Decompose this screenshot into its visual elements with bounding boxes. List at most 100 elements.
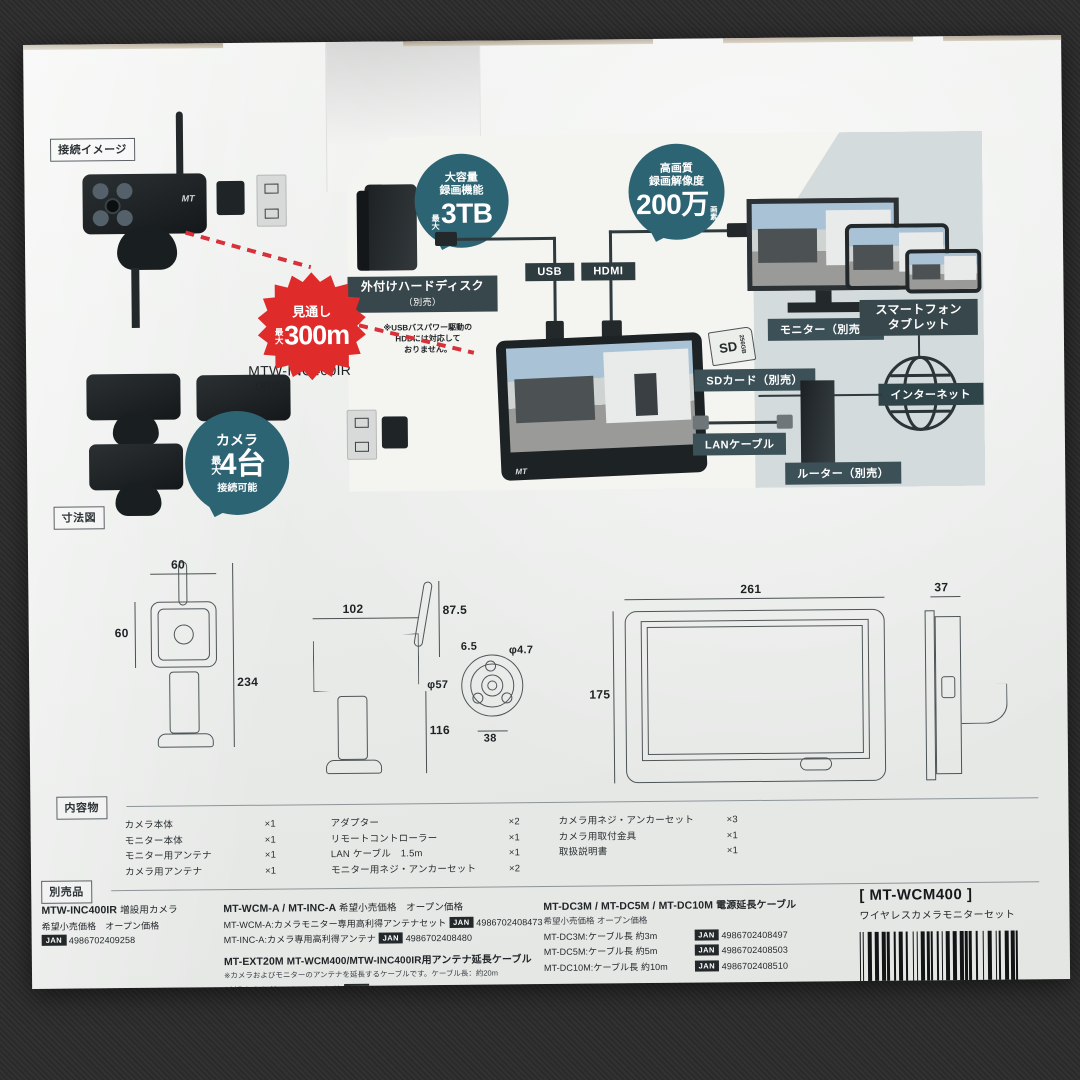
label-lan-cable: LANケーブル — [693, 433, 787, 456]
dim-base-dia: φ57 — [427, 678, 449, 692]
badge-cameras-sub: 接続可能 — [217, 482, 258, 494]
jan-number: 4986702408480 — [405, 932, 473, 944]
outlet-slot-3 — [354, 417, 369, 428]
base-hole-top — [485, 660, 497, 672]
optional-model-desc: 電源延長ケーブル — [716, 899, 797, 912]
camera-side-stand — [337, 695, 368, 761]
jan-badge: JAN — [694, 944, 719, 956]
content-name: カメラ用取付金具 — [558, 830, 637, 843]
dim-base-offset: 6.5 — [460, 640, 478, 653]
base-plate-hub-core — [487, 680, 498, 691]
content-qty: ×1 — [726, 829, 739, 841]
main-monitor-screen — [506, 340, 696, 452]
content-qty: ×3 — [726, 814, 738, 826]
monitor-front-button — [799, 757, 833, 771]
contents-column-2: アダプター×2 リモートコントローラー×1 LAN ケーブル 1.5m×1 モニ… — [331, 814, 562, 878]
ac-adapter-bottom — [381, 416, 408, 449]
outlet-slot-1 — [264, 183, 279, 194]
content-name: カメラ用アンテナ — [124, 865, 203, 878]
monitor-brand-logo: MT — [515, 466, 528, 477]
bubble-hdd-line1: 大容量 — [444, 171, 478, 185]
optional-model-desc: 希望小売価格 オープン価格 — [338, 901, 464, 915]
optional-title: MT-DC3M / MT-DC5M / MT-DC10M 電源延長ケーブル — [543, 895, 843, 913]
section-header-contents: 内容物 — [56, 796, 108, 820]
optional-price: 希望小売価格 オープン価格 — [543, 915, 648, 927]
optional-title: MTW-INC400IR 増設用カメラ — [41, 901, 221, 917]
wall-outlet-bottom — [346, 409, 378, 460]
optional-title: MT-EXT20M MT-WCM400/MTW-INC400IR用アンテナ延長ケ… — [224, 950, 554, 968]
barcode-digit-group-2: 986702 — [876, 985, 958, 989]
dim-camera-front-width: 60 — [171, 557, 186, 572]
content-qty: ×1 — [264, 865, 277, 877]
dim-base-hole-dia: φ4.7 — [508, 644, 534, 657]
barcode-number: 4 986702 409241 — [860, 984, 1046, 989]
optional-model: MT-WCM-A / MT-INC-A — [223, 902, 336, 916]
content-name: モニター用ネジ・アンカーセット — [330, 863, 477, 876]
dimline-cam-total — [232, 563, 235, 748]
bubble-resolution: 高画質 録画解像度 200万 画素 — [628, 143, 725, 240]
label-external-hdd-sub: （別売） — [403, 296, 442, 308]
optional-price: 希望小売価格 オープン価格 — [224, 984, 342, 988]
smartphone-image — [905, 249, 981, 294]
dimline-antenna-h — [438, 581, 440, 658]
sd-chip-text: SD — [718, 338, 739, 356]
wireless-link-dashed — [184, 230, 312, 270]
label-sd-card: SDカード（別売） — [694, 368, 815, 391]
camera-model-sub-text: （別売） — [248, 381, 294, 394]
content-name: LAN ケーブル 1.5m — [330, 848, 423, 861]
camera-side-base — [325, 759, 383, 775]
optional-line: MT-WCM-A:カメラモニター専用高利得アンテナセット JAN 4986702… — [223, 915, 543, 931]
dim-monitor-depth: 37 — [934, 580, 949, 595]
dim-camera-antenna-height: 87.5 — [442, 602, 468, 618]
dim-base-hole-pitch: 38 — [483, 732, 497, 745]
content-name: 取扱説明書 — [558, 846, 608, 858]
camera-side-body — [313, 633, 420, 692]
base-hole-left — [472, 692, 484, 704]
list-item: 取扱説明書×1 — [559, 843, 789, 861]
camera-extra-3-mount — [115, 481, 162, 517]
barcode-digit-group-1: 4 — [860, 986, 876, 989]
optional-title: MT-WCM-A / MT-INC-A 希望小売価格 オープン価格 — [223, 898, 523, 915]
optional-line-text: MT-DC10M:ケーブル長 約10m — [543, 961, 668, 973]
label-external-hdd: 外付けハードディスク （別売） — [347, 275, 497, 312]
section-header-optional: 別売品 — [41, 880, 92, 904]
list-item: モニター用アンテナ×1 — [125, 847, 315, 864]
optional-block-power-cable: MT-DC3M / MT-DC5M / MT-DC10M 電源延長ケーブル 希望… — [543, 895, 844, 973]
contents-column-1: カメラ本体×1 モニター本体×1 モニター用アンテナ×1 カメラ用アンテナ×1 — [125, 816, 316, 880]
bubble-hdd-value: 3TB — [440, 197, 493, 229]
jan-badge: JAN — [41, 934, 67, 946]
jan-number: 4986702408510 — [721, 960, 789, 971]
label-external-hdd-title: 外付けハードディスク — [360, 278, 485, 294]
barcode-block: [ MT-WCM400 ] ワイヤレスカメラモニターセット 4 986702 4… — [859, 885, 1046, 989]
base-hole-right — [501, 692, 513, 704]
optional-line: MT-DC10M:ケーブル長 約10m JAN 4986702408510 — [544, 958, 844, 974]
monitor-front-screen — [646, 624, 864, 756]
contents-rule — [126, 797, 1039, 808]
camera-led-3 — [92, 210, 109, 227]
bubble-hdd-line2: 録画機能 — [439, 184, 484, 197]
content-qty: ×1 — [264, 818, 276, 830]
optional-block-antenna: MT-WCM-A / MT-INC-A 希望小売価格 オープン価格 MT-WCM… — [223, 898, 543, 946]
content-name: カメラ用ネジ・アンカーセット — [558, 814, 695, 827]
optional-model-desc: 増設用カメラ — [120, 904, 178, 917]
dimline-monitor-d — [930, 596, 961, 598]
camera-front-lens — [173, 624, 194, 645]
optional-note: ※カメラおよびモニターのアンテナを延長するケーブルです。ケーブル長：約20m — [223, 968, 499, 981]
barcode-bar — [1017, 930, 1019, 982]
optional-line-text: MT-WCM-A:カメラモニター専用高利得アンテナセット — [223, 917, 447, 930]
printed-artwork: 接続イメージ 大容量 録画機能 最大 3TB 外付けハードディスク （別売） ※… — [23, 35, 1070, 989]
jan-number: 4986702408473 — [476, 916, 543, 928]
barcode-bars — [859, 930, 1046, 985]
optional-line: MT-INC-A:カメラ専用高利得アンテナ JAN 4986702408480 — [224, 930, 524, 946]
camera-front-stand — [169, 671, 200, 734]
outlet-slot-4 — [354, 441, 370, 452]
content-name: アダプター — [330, 817, 380, 830]
usb-connector-top — [435, 232, 457, 246]
camera-front-base — [157, 733, 214, 748]
dimline-side-depth — [312, 617, 419, 620]
optional-model: MTW-INC400IR — [41, 904, 118, 917]
optional-line-text: MT-INC-A:カメラ専用高利得アンテナ — [223, 933, 376, 946]
content-qty: ×1 — [264, 834, 277, 846]
ac-adapter-top — [216, 180, 245, 216]
bubble-res-tiny: 画素 — [709, 205, 719, 221]
